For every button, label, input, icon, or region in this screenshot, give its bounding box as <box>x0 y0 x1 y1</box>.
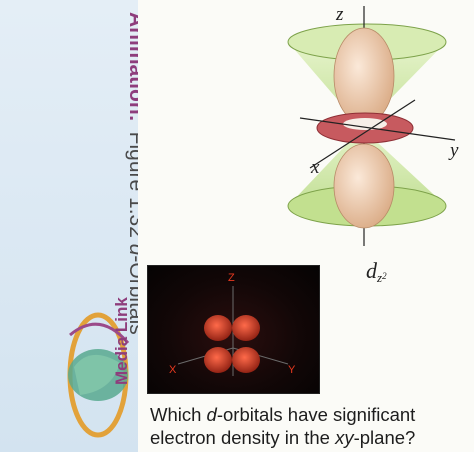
figure-italic-d: d <box>125 244 138 256</box>
animation-y-label: Y <box>288 364 295 376</box>
figure-caption: Animation:Figure 1.32 d-Orbitals <box>124 12 138 335</box>
y-axis-label: y <box>450 140 458 162</box>
orbital-label: dz2 <box>366 258 387 284</box>
x-axis-label: x <box>311 157 319 179</box>
orbital-label-subscript: z2 <box>377 270 387 285</box>
lower-lobe <box>334 144 394 228</box>
animation-z-label: Z <box>228 272 235 284</box>
z-axis-label: z <box>336 4 343 26</box>
media-sidebar: Animation:Figure 1.32 d-Orbitals Media L… <box>0 0 138 452</box>
question-text: Which d-orbitals have significant electr… <box>150 403 470 449</box>
animation-x-label: X <box>169 364 176 376</box>
media-link-label[interactable]: Media Link <box>112 297 132 385</box>
upper-lobe <box>334 28 394 124</box>
torus-ring <box>317 113 413 143</box>
animation-label: Animation: <box>125 12 138 122</box>
orbital-label-superscript: 2 <box>382 271 387 281</box>
dz2-orbital-diagram <box>270 0 474 250</box>
animation-thumbnail[interactable]: Z X Y <box>147 265 320 394</box>
figure-number: Figure 1.32 <box>125 132 138 238</box>
orbital-label-main: d <box>366 258 377 283</box>
